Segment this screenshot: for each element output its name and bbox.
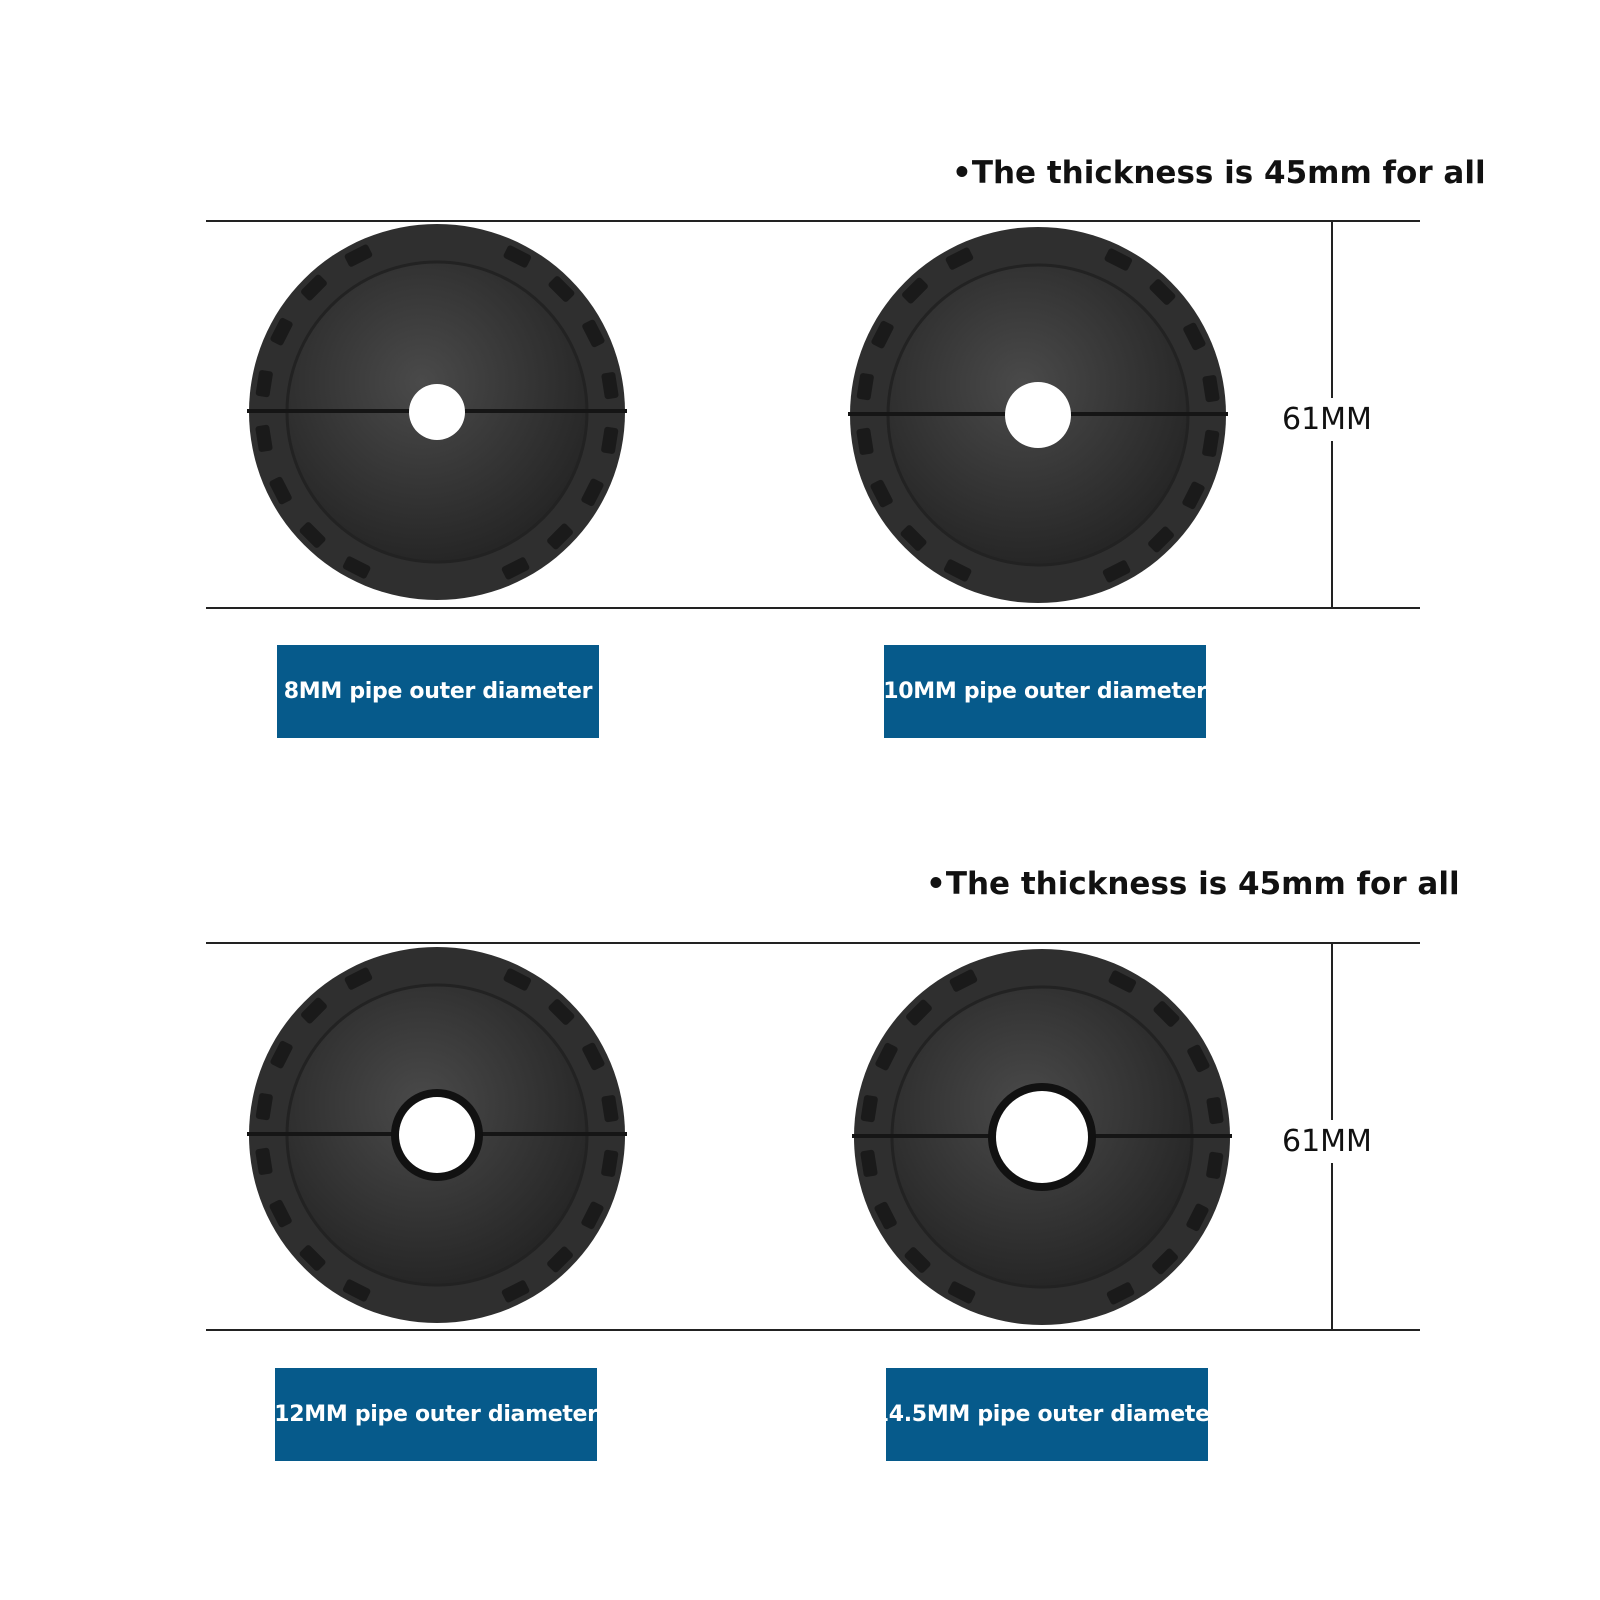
size-label-10mm: 10MM pipe outer diameter [883,645,1207,738]
grommet-image-14-5mm [852,947,1232,1327]
dimension-label: 61MM [1282,398,1372,441]
size-label-12mm: 12MM pipe outer diameter [274,1368,598,1461]
bottom-guide-line [206,607,1420,609]
grommet-image-12mm [247,945,627,1325]
grommet-image-10mm [848,225,1228,605]
size-label-14-5mm: 14.5MM pipe outer diameter [874,1368,1221,1461]
top-guide-line [206,220,1420,222]
thickness-note: •The thickness is 45mm for all [952,155,1486,191]
thickness-note: •The thickness is 45mm for all [926,866,1460,902]
size-label-8mm: 8MM pipe outer diameter [277,645,599,738]
bottom-guide-line [206,1329,1420,1331]
dimension-label: 61MM [1282,1120,1372,1163]
grommet-image-8mm [247,222,627,602]
top-guide-line [206,942,1420,944]
